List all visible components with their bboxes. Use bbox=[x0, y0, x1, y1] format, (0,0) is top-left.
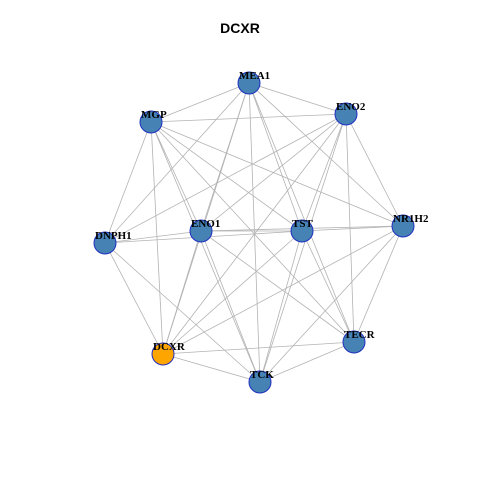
graph-title: DCXR bbox=[220, 20, 260, 36]
edge-nr1h2-tck bbox=[259, 225, 404, 383]
node-label-mea1: MEA1 bbox=[239, 70, 270, 82]
node-tst[interactable] bbox=[290, 219, 314, 243]
edge-eno2-dnph1 bbox=[104, 113, 347, 244]
node-tecr[interactable] bbox=[342, 330, 366, 354]
node-label-tecr: TECR bbox=[344, 329, 376, 341]
edge-nr1h2-tecr bbox=[353, 225, 404, 343]
node-label-dnph1: DNPH1 bbox=[95, 230, 132, 242]
edge-eno1-tck bbox=[200, 230, 261, 383]
node-nr1h2[interactable] bbox=[391, 214, 415, 238]
node-label-eno1: ENO1 bbox=[191, 218, 220, 230]
node-tck[interactable] bbox=[248, 370, 272, 394]
edge-mgp-eno1 bbox=[150, 121, 202, 232]
node-label-tck: TCK bbox=[250, 369, 274, 381]
edge-eno1-dcxr bbox=[162, 230, 202, 355]
edge-mgp-tck bbox=[150, 121, 261, 383]
edge-mea1-tst bbox=[248, 82, 303, 232]
edge-mgp-dcxr bbox=[150, 121, 164, 355]
edge-mea1-tck bbox=[248, 82, 261, 383]
node-eno1[interactable] bbox=[189, 219, 213, 243]
node-label-dcxr: DCXR bbox=[153, 341, 186, 353]
edge-dcxr-tecr bbox=[162, 341, 355, 355]
node-mea1[interactable] bbox=[237, 71, 261, 95]
node-dnph1[interactable] bbox=[93, 231, 117, 255]
edge-nr1h2-dcxr bbox=[162, 225, 404, 355]
edge-dnph1-eno1 bbox=[104, 230, 202, 244]
edge-eno2-nr1h2 bbox=[345, 113, 404, 227]
edge-eno2-tst bbox=[301, 113, 347, 232]
node-layer bbox=[93, 71, 415, 394]
edge-mea1-dnph1 bbox=[104, 82, 250, 244]
node-label-eno2: ENO2 bbox=[336, 101, 366, 113]
node-dcxr[interactable] bbox=[151, 342, 175, 366]
edge-dcxr-tck bbox=[162, 353, 261, 383]
edge-layer bbox=[104, 82, 404, 383]
edge-mea1-eno2 bbox=[248, 82, 347, 115]
edge-eno1-tecr bbox=[200, 230, 355, 343]
edge-eno2-eno1 bbox=[200, 113, 347, 232]
edge-mgp-eno2 bbox=[150, 113, 347, 123]
edge-mgp-dnph1 bbox=[104, 121, 152, 244]
edge-tst-dcxr bbox=[162, 230, 303, 355]
node-eno2[interactable] bbox=[334, 102, 358, 126]
node-label-nr1h2: NR1H2 bbox=[393, 213, 429, 225]
edge-mgp-tecr bbox=[150, 121, 355, 343]
edge-tst-nr1h2 bbox=[301, 225, 404, 232]
edge-mea1-mgp bbox=[150, 82, 250, 123]
edge-mgp-nr1h2 bbox=[150, 121, 404, 227]
edge-dnph1-tck bbox=[104, 242, 261, 383]
edge-dnph1-dcxr bbox=[104, 242, 164, 355]
node-label-tst: TST bbox=[292, 218, 313, 230]
edge-eno2-tecr bbox=[345, 113, 355, 343]
edge-tst-tecr bbox=[301, 230, 355, 343]
edge-mea1-nr1h2 bbox=[248, 82, 404, 227]
edge-mgp-tst bbox=[150, 121, 303, 232]
node-label-mgp: MGP bbox=[141, 109, 167, 121]
edge-tst-tck bbox=[259, 230, 303, 383]
node-mgp[interactable] bbox=[139, 110, 163, 134]
edge-tecr-tck bbox=[259, 341, 355, 383]
edge-eno2-tck bbox=[259, 113, 347, 383]
